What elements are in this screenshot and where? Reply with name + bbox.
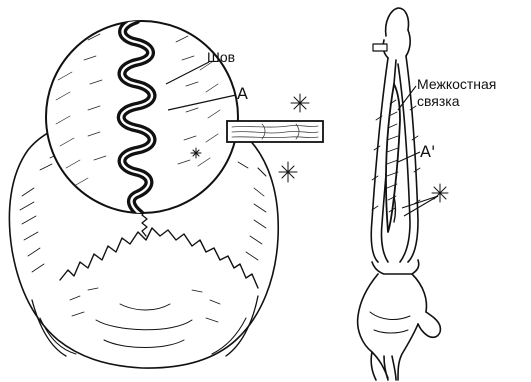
suture-label: Шов bbox=[207, 50, 235, 64]
forearm-drawing bbox=[358, 8, 441, 380]
magnifier-handle bbox=[227, 121, 323, 142]
label-a-prime: A' bbox=[420, 144, 435, 160]
label-a: A bbox=[237, 86, 248, 102]
forearm-sparkle bbox=[432, 184, 448, 202]
interosseous-membrane-label-line2: связка bbox=[417, 94, 460, 108]
interosseous-membrane-label-line1: Межкостная bbox=[417, 77, 496, 91]
